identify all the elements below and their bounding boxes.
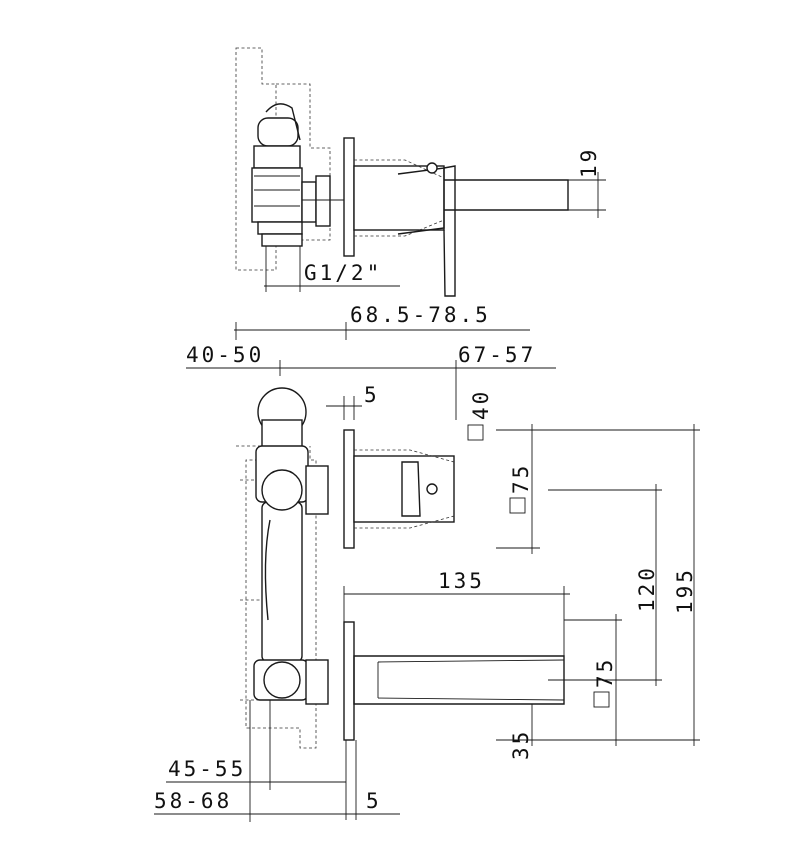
square-icon	[593, 691, 610, 708]
bottom-view: 75 120 195 75 35 135 45-55 58-68 5	[154, 387, 700, 822]
dim-plate-square-top: 75	[509, 463, 533, 494]
dim-spout-offset: 35	[509, 729, 533, 760]
dim-total-depth: 68.5-78.5	[350, 303, 491, 327]
dim-plate-square-bottom: 75	[593, 657, 617, 688]
dim-projection: 67-57	[458, 343, 536, 367]
dim-wall-depth: 40-50	[186, 343, 264, 367]
dim-plate-thickness-top: 5	[364, 383, 380, 407]
dim-overall-height: 195	[673, 567, 697, 614]
square-icon	[509, 497, 526, 514]
dim-center-distance: 120	[635, 565, 659, 612]
dim-handle-square: 40	[469, 389, 493, 420]
dim-plate-thickness-bottom: 5	[366, 789, 382, 813]
dim-wall-depth-bottom: 45-55	[168, 757, 246, 781]
dimension-block: 68.5-78.5 40-50 67-57 5 40	[186, 303, 556, 441]
dim-pipe-thread: G1/2"	[304, 261, 382, 285]
dim-spout-thickness: 19	[577, 147, 601, 178]
dim-spout-length: 135	[438, 569, 485, 593]
dim-total-depth-bottom: 58-68	[154, 789, 232, 813]
top-view: 19 G1/2"	[235, 47, 606, 297]
square-icon	[467, 424, 484, 441]
